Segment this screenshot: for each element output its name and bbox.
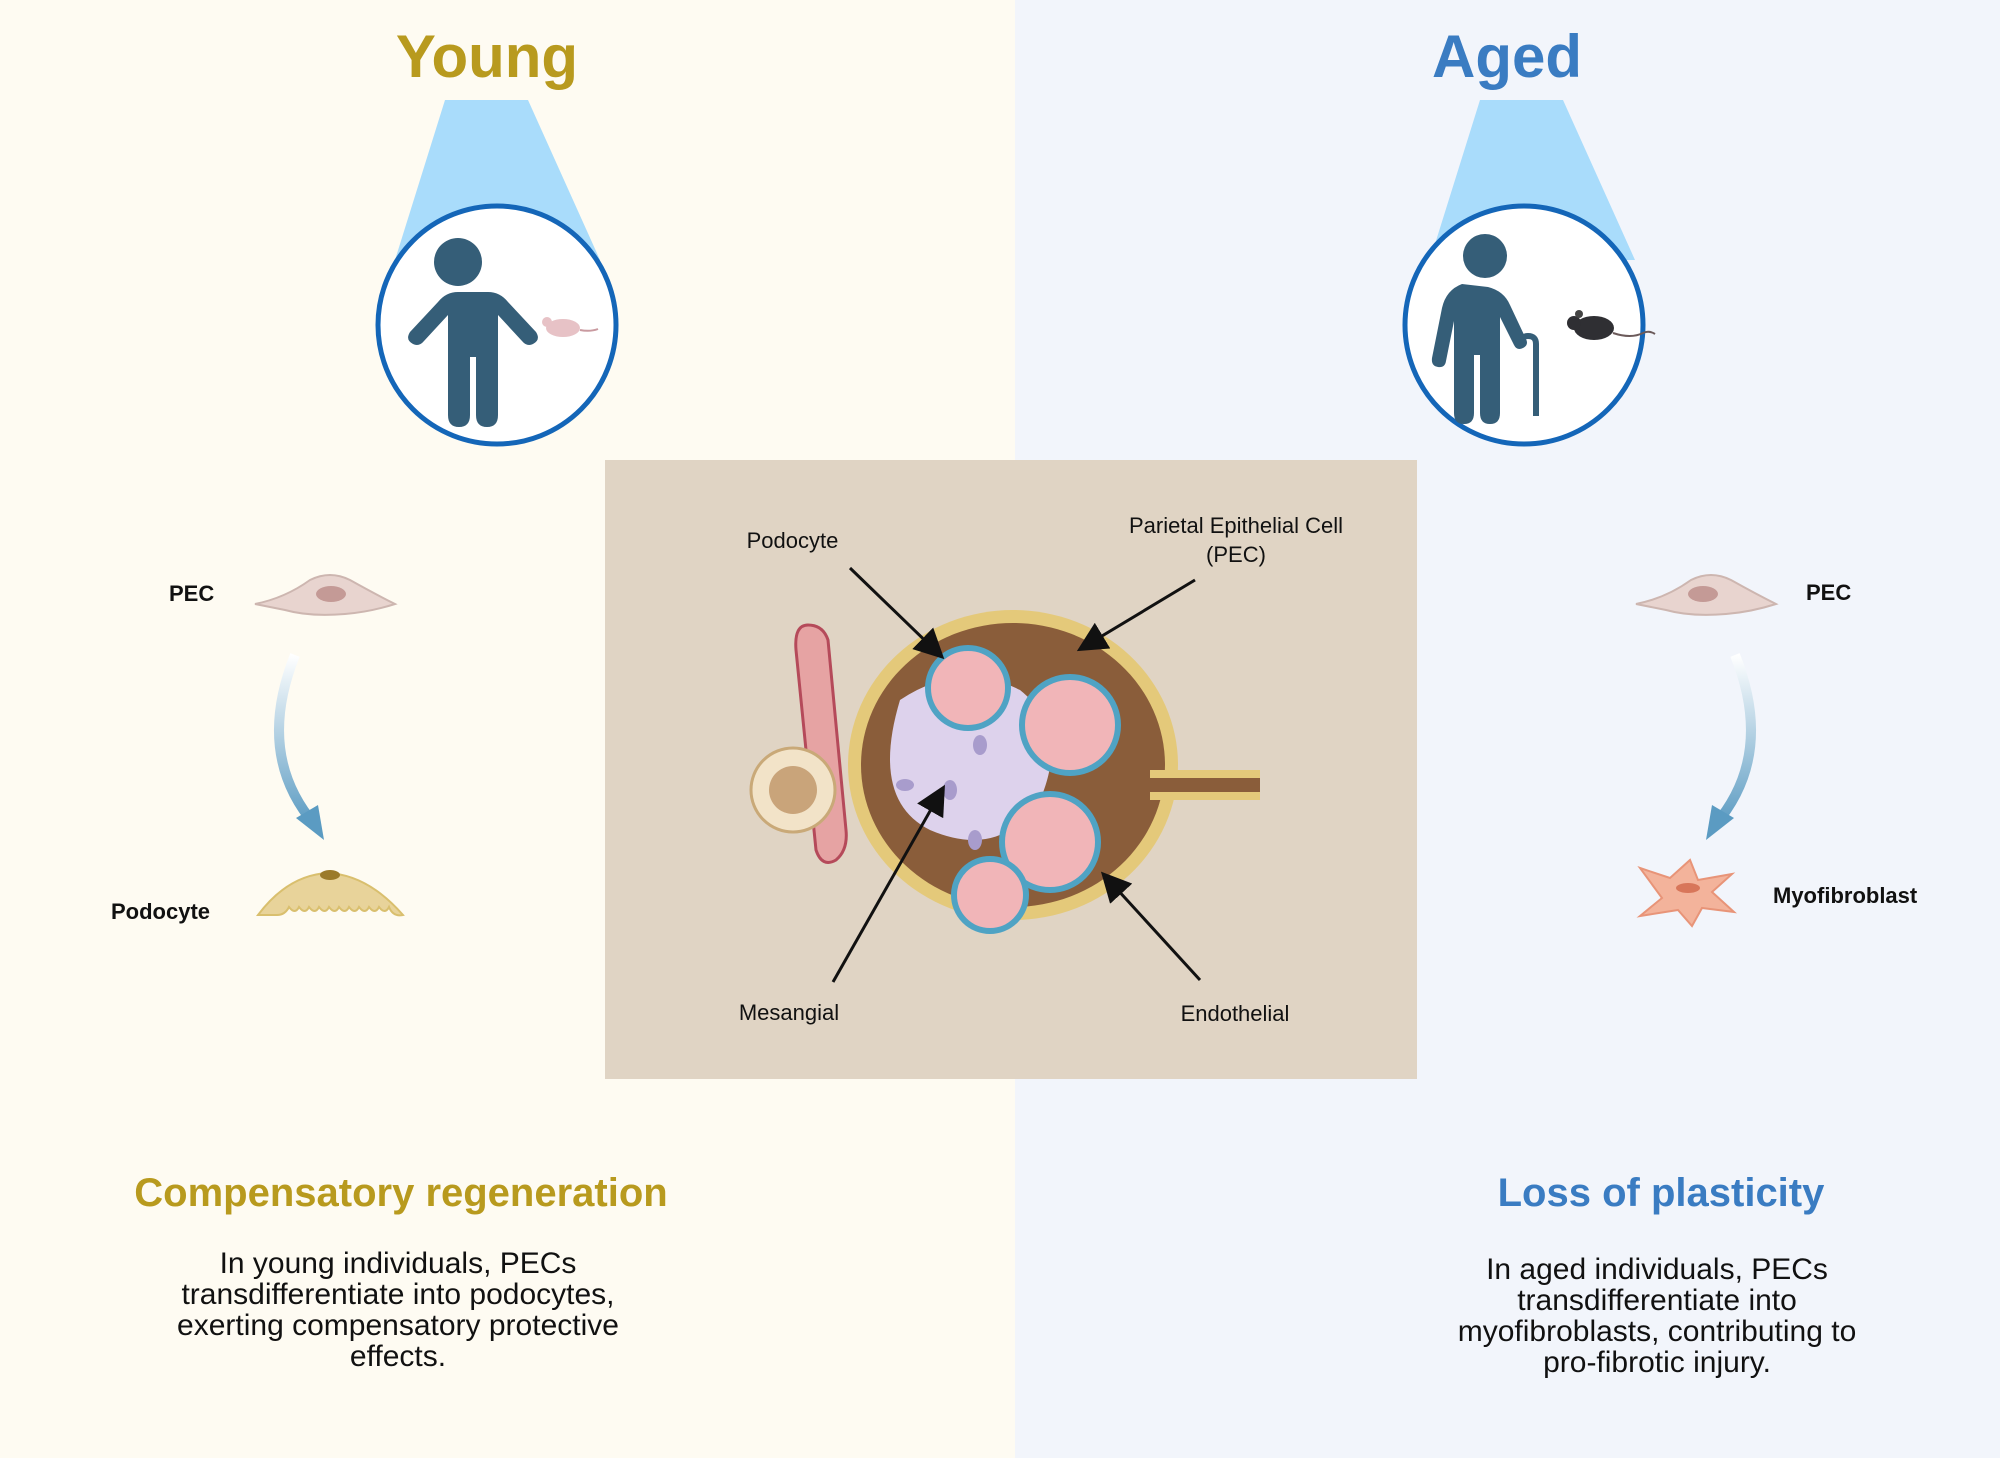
- young-heading: Compensatory regeneration: [134, 1171, 668, 1215]
- aged-pec-cell-icon: [1635, 574, 1779, 616]
- aged-description: In aged individuals, PECs transdifferent…: [1457, 1253, 1857, 1379]
- young-title: Young: [395, 23, 579, 90]
- podocyte-pointer-arrow: [848, 566, 945, 660]
- young-description: In young individuals, PECs transdifferen…: [177, 1247, 619, 1373]
- aged-pec-label: PEC: [1806, 580, 1852, 605]
- young-pec-label: PEC: [169, 581, 215, 606]
- glomerulus-pec-label-line2: (PEC): [1206, 542, 1266, 567]
- aged-myofibroblast-label: Myofibroblast: [1773, 883, 1918, 908]
- aged-person-icon: [1431, 234, 1539, 424]
- pec-pointer-arrow: [1076, 578, 1196, 652]
- glomerulus-endothelial-label: Endothelial: [1180, 1001, 1290, 1026]
- glomerulus-pec-label-line1: Parietal Epithelial Cell: [1129, 513, 1343, 538]
- young-transition-arrow-icon: [274, 653, 324, 840]
- aged-heading: Loss of plasticity: [1497, 1171, 1825, 1215]
- glomerulus-mesangial-label: Mesangial: [738, 1000, 840, 1025]
- aged-title: Aged: [1432, 23, 1582, 90]
- aged-mouse-icon: [1567, 310, 1656, 340]
- young-podocyte-cell-icon: [255, 870, 405, 917]
- aged-transition-arrow-icon: [1706, 653, 1756, 840]
- young-pec-cell-icon: [254, 574, 398, 616]
- young-person-icon: [408, 238, 538, 427]
- mesangial-pointer-arrow: [831, 784, 945, 983]
- glomerulus-illustration-icon: [749, 610, 1260, 934]
- endothelial-pointer-arrow: [1100, 871, 1202, 982]
- aged-spotlight-icon: [1402, 100, 1646, 447]
- glomerulus-podocyte-label: Podocyte: [746, 528, 839, 553]
- myofibroblast-cell-icon: [1636, 858, 1738, 928]
- young-podocyte-label: Podocyte: [111, 899, 211, 924]
- young-mouse-icon: [542, 317, 599, 337]
